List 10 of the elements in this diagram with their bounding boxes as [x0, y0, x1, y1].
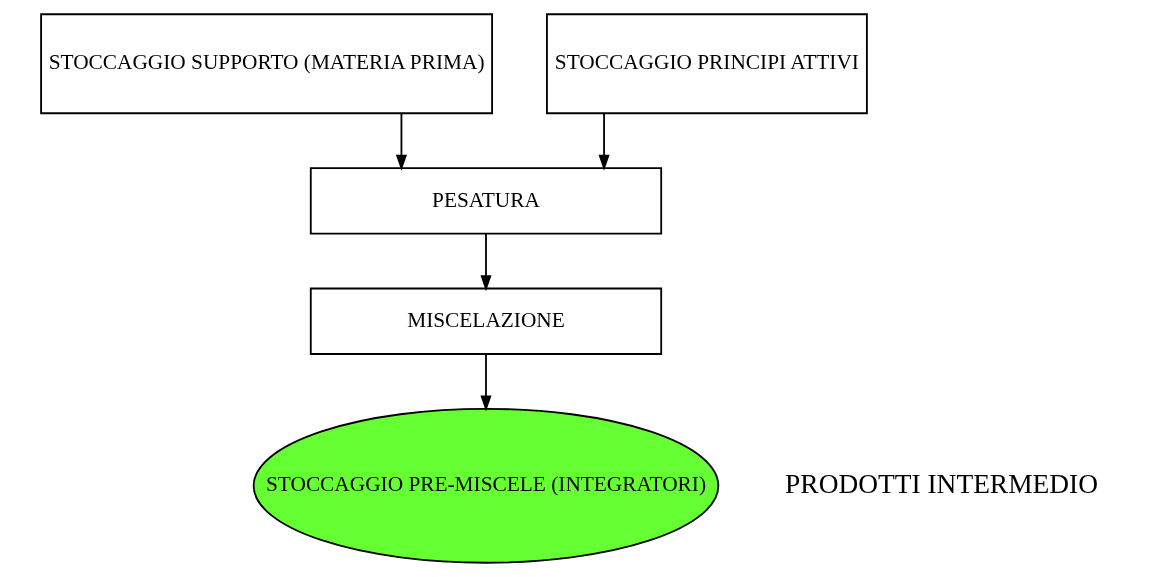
arrow [598, 112, 610, 171]
node-box: PESATURA [309, 167, 663, 235]
arrow [395, 112, 407, 171]
arrow [480, 232, 492, 292]
node-ellipse: STOCCAGGIO PRE-MISCELE (INTEGRATORI) [252, 407, 720, 564]
node-box: STOCCAGGIO PRINCIPI ATTIVI [546, 13, 868, 115]
node-label: PRODOTTI INTERMEDIO [785, 468, 1098, 499]
arrow [480, 353, 492, 412]
node-box: MISCELAZIONE [309, 287, 663, 355]
node-box: STOCCAGGIO SUPPORTO (MATERIA PRIMA) [40, 13, 493, 115]
